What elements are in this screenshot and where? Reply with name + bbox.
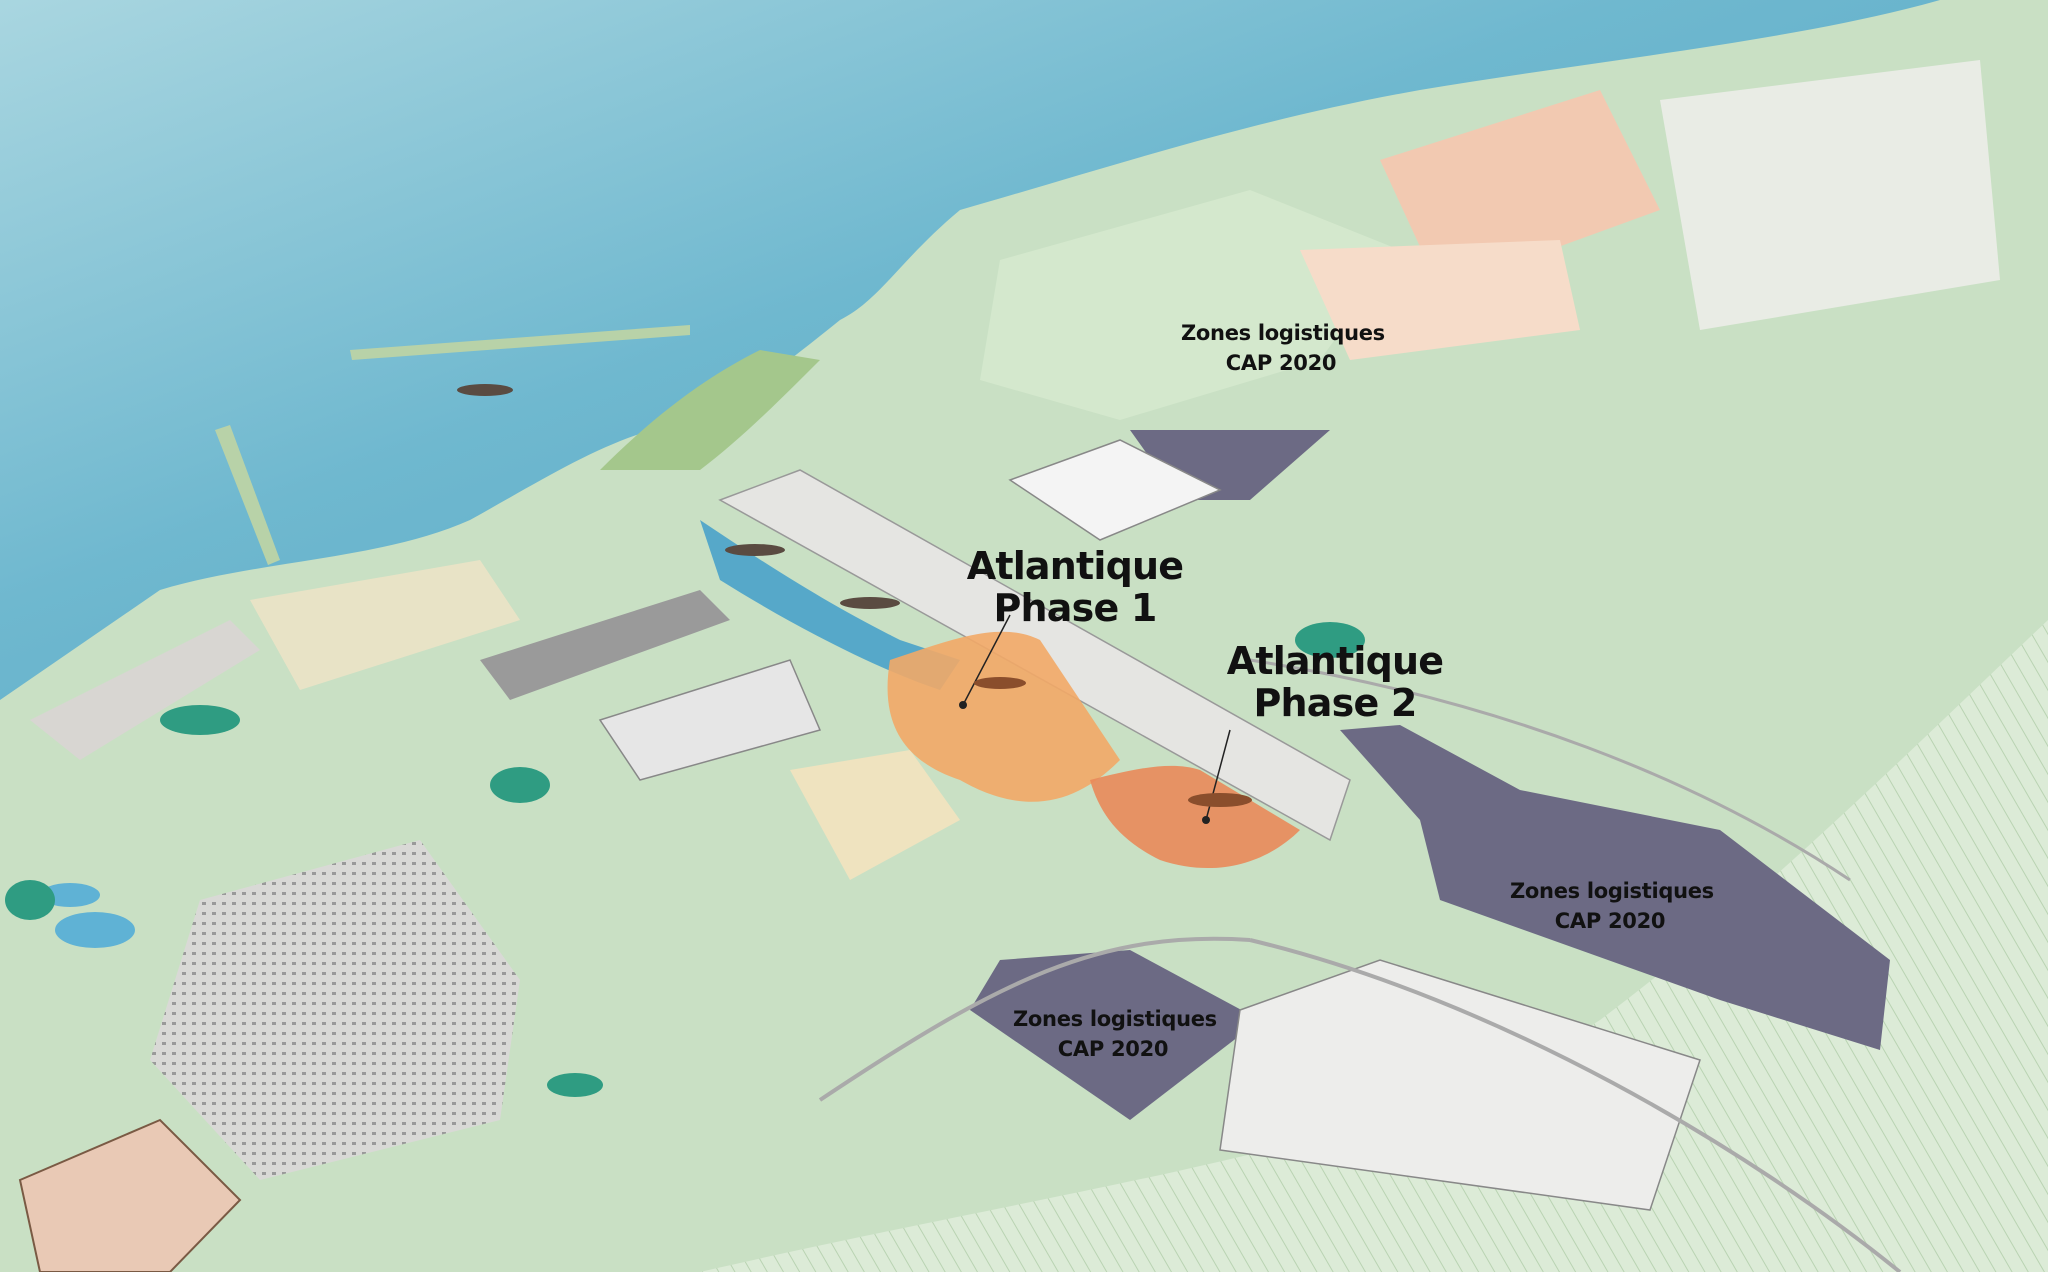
old-fortified-town	[18, 1118, 242, 1272]
harbour-peninsula	[600, 350, 820, 470]
ne-city	[1660, 60, 2000, 330]
forest	[490, 767, 550, 803]
phase2-area	[1090, 765, 1300, 869]
label-logistics-zone-east: Zones logistiques CAP 2020	[1510, 876, 1714, 936]
chemical-zone	[1300, 240, 1580, 360]
industrial-west	[30, 620, 260, 760]
forest	[5, 880, 55, 920]
label-line: CAP 2020	[1225, 351, 1337, 375]
logistics-zone-south	[970, 950, 1260, 1120]
farmland-south	[700, 620, 2048, 1272]
label-line: Zones logistiques	[1510, 879, 1714, 903]
town-area	[150, 840, 520, 1180]
road-east	[1249, 658, 1851, 882]
label-logistics-zone-south: Zones logistiques CAP 2020	[1013, 1004, 1217, 1064]
industrial-ne	[1380, 90, 1660, 290]
label-line: Phase 2	[1253, 681, 1417, 725]
logistics-zone-east	[1340, 725, 1890, 1050]
warehouse-cluster-south	[1219, 959, 1701, 1211]
label-line: CAP 2020	[1057, 1037, 1169, 1061]
label-line: Atlantique	[966, 544, 1184, 588]
ship	[457, 384, 513, 396]
forest	[547, 1073, 603, 1097]
lake-west	[55, 912, 135, 948]
breakwater-long	[350, 325, 690, 360]
warehouse-cluster-north	[1008, 439, 1222, 541]
breakwater-west	[215, 425, 280, 565]
label-logistics-zone-north: Zones logistiques CAP 2020	[1181, 318, 1385, 378]
ship	[1188, 793, 1252, 807]
factory-block	[598, 659, 822, 781]
forest	[1295, 622, 1365, 658]
label-line: Atlantique	[1226, 639, 1444, 683]
label-line: Phase 1	[993, 586, 1157, 630]
label-atlantique-phase-2: Atlantique Phase 2	[1225, 640, 1445, 724]
dock-basin	[700, 520, 960, 690]
label-line: CAP 2020	[1554, 909, 1666, 933]
label-atlantique-phase-1: Atlantique Phase 1	[965, 545, 1185, 629]
sand-field	[790, 750, 960, 880]
ring-road	[818, 936, 1902, 1272]
ship	[974, 677, 1026, 689]
farmland-north	[980, 190, 1400, 420]
quay-gray-west	[480, 590, 730, 700]
label-line: Zones logistiques	[1181, 321, 1385, 345]
phase1-area	[887, 631, 1120, 802]
lake-west-2	[40, 883, 100, 907]
phase1-leader	[962, 614, 1011, 706]
ship	[725, 544, 785, 556]
ship	[840, 597, 900, 609]
oil-tanks-area	[250, 560, 520, 690]
label-line: Zones logistiques	[1013, 1007, 1217, 1031]
forest	[160, 705, 240, 735]
